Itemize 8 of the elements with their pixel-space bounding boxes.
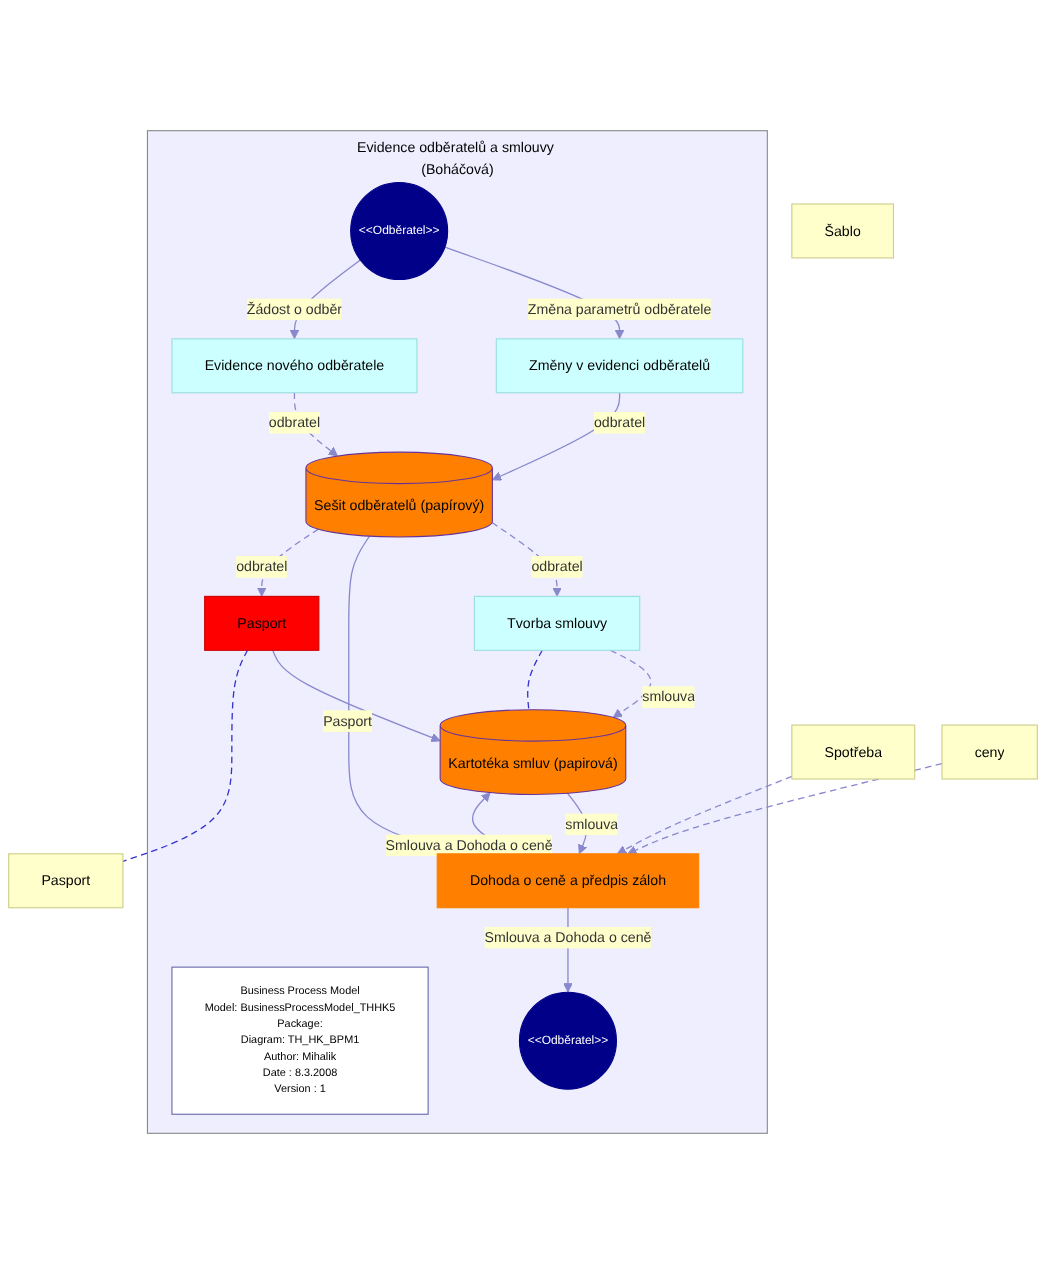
arrow	[609, 649, 652, 718]
arrow	[616, 775, 793, 855]
connector	[527, 649, 543, 711]
connector	[122, 649, 249, 862]
arrow	[491, 521, 562, 597]
arrow	[256, 528, 319, 597]
arrow	[272, 649, 441, 743]
arrow	[627, 763, 943, 855]
